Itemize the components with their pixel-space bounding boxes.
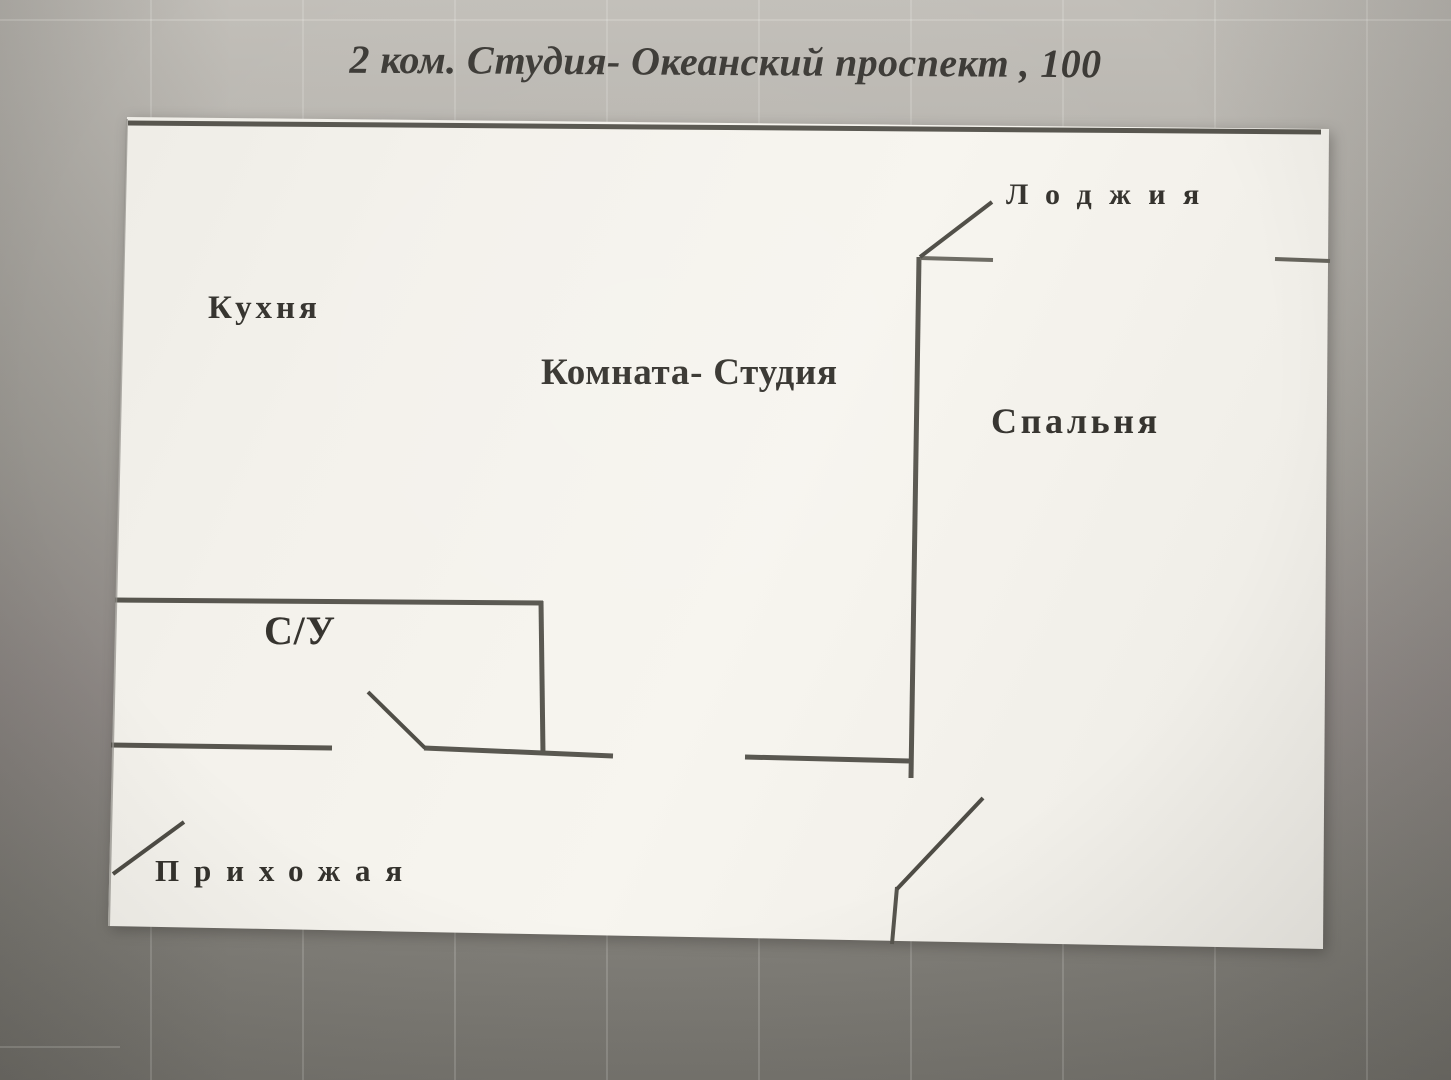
hallway-top-wall-right [423, 745, 614, 759]
studio-bedroom-wall [908, 256, 922, 779]
room-label-bathroom: С/У [264, 608, 336, 653]
bedroom-door-swing [895, 796, 985, 891]
bathroom-right-wall [538, 600, 546, 755]
bathroom-top-wall [114, 597, 544, 606]
room-label-hallway: Прихожая [155, 853, 418, 888]
studio-bottom-wall [744, 754, 910, 764]
bedroom-doorway-jamb [890, 886, 899, 945]
room-label-loggia: Лоджия [1006, 178, 1217, 211]
loggia-sill [919, 256, 994, 262]
outer-top-wall [127, 120, 1322, 135]
bathroom-door-swing [366, 690, 427, 750]
room-label-kitchen: Кухня [208, 290, 321, 326]
hallway-top-wall-left [110, 742, 333, 751]
tile-grout-line [0, 19, 1451, 21]
room-label-studio: Комната- Студия [541, 352, 838, 393]
bedroom-window-stub [1274, 257, 1331, 263]
room-label-bedroom: Спальня [991, 401, 1161, 441]
tile-grout-line [0, 1046, 120, 1048]
paper-left-edge [108, 118, 128, 927]
entrance-door-swing [111, 820, 186, 876]
loggia-door-swing [918, 200, 994, 259]
